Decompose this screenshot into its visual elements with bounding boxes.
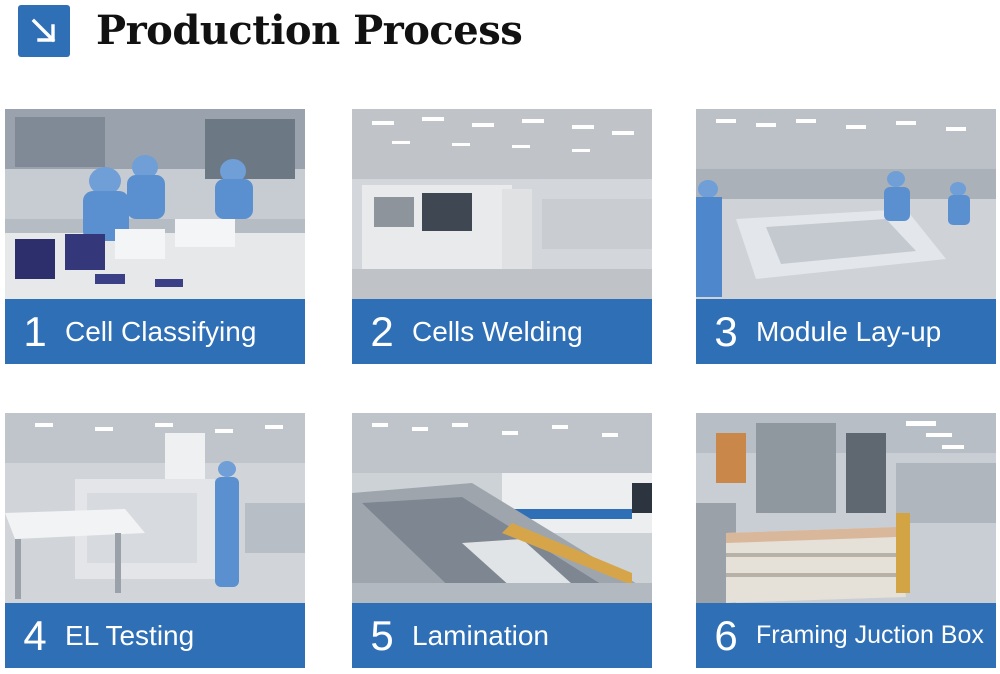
step-label: Cell Classifying (65, 315, 257, 347)
step-number: 3 (714, 307, 738, 355)
page-title: Production Process (96, 7, 523, 54)
step-card-3: 3 Module Lay-up (696, 109, 996, 364)
step-caption: 3 Module Lay-up (696, 299, 996, 364)
step-caption: 2 Cells Welding (352, 299, 652, 364)
step-caption: 6 Framing Juction Box (696, 603, 996, 668)
module-layup-photo (696, 109, 996, 299)
step-label: EL Testing (65, 619, 195, 651)
step-card-6: 6 Framing Juction Box (696, 413, 996, 668)
step-number: 6 (714, 611, 738, 659)
step-caption: 4 EL Testing (5, 603, 305, 668)
step-label: Framing Juction Box (756, 621, 984, 649)
step-caption: 1 Cell Classifying (5, 299, 305, 364)
arrow-down-right-icon (18, 5, 70, 57)
step-label: Module Lay-up (756, 315, 942, 347)
step-card-1: 1 Cell Classifying (5, 109, 305, 364)
el-testing-photo (5, 413, 305, 603)
step-card-4: 4 EL Testing (5, 413, 305, 668)
cells-welding-photo (352, 109, 652, 299)
step-card-2: 2 Cells Welding (352, 109, 652, 364)
step-label: Cells Welding (412, 315, 583, 347)
page-header: Production Process (18, 5, 523, 57)
step-label: Lamination (412, 619, 549, 651)
step-number: 5 (370, 611, 394, 659)
step-number: 1 (23, 307, 47, 355)
step-card-5: 5 Lamination (352, 413, 652, 668)
framing-junction-box-photo (696, 413, 996, 603)
step-number: 4 (23, 611, 47, 659)
lamination-photo (352, 413, 652, 603)
step-caption: 5 Lamination (352, 603, 652, 668)
cell-classifying-photo (5, 109, 305, 299)
step-number: 2 (370, 307, 394, 355)
